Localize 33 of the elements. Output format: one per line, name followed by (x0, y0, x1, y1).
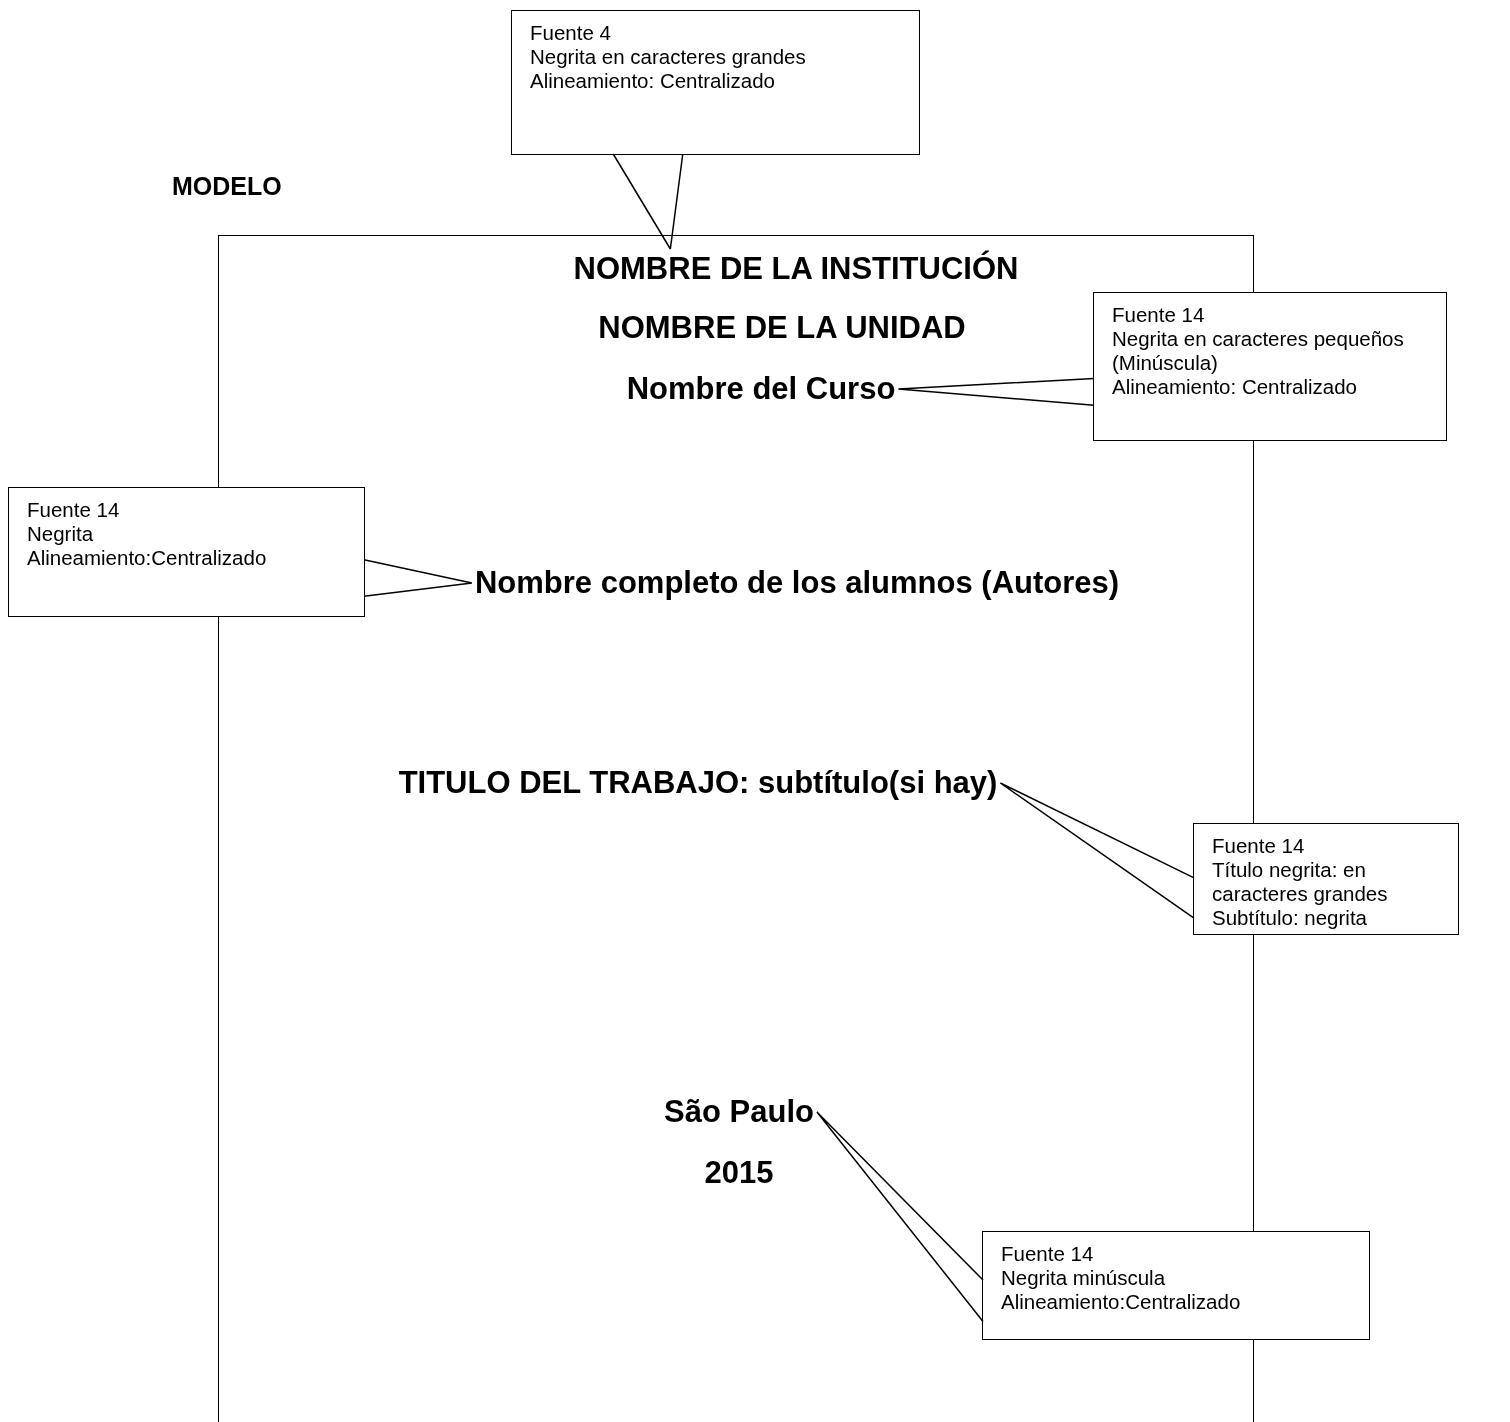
callout-text: Alineamiento:Centralizado (1001, 1290, 1242, 1314)
callout-text: Fuente 4 (530, 21, 612, 45)
callout-text: Fuente 14 (1001, 1242, 1095, 1266)
page-heading-text: 2015 (698, 1150, 780, 1196)
callout-box (511, 10, 920, 155)
callout-box (1193, 823, 1459, 935)
callout-box (8, 487, 365, 617)
callout-text: Negrita en caracteres pequeños (Minúscula) (1112, 327, 1405, 375)
callout-text: Negrita minúscula (1001, 1266, 1167, 1290)
callout-text: Subtítulo: negrita (1212, 906, 1368, 930)
page-heading-text: Nombre del Curso (620, 366, 902, 412)
page-heading-text: TITULO DEL TRABAJO: subtítulo(si hay) (392, 760, 1004, 806)
callout-text: Título negrita: en caracteres grandes (1212, 858, 1389, 906)
page-heading-text: NOMBRE DE LA UNIDAD (592, 305, 972, 351)
callout-pointer (816, 1111, 984, 1323)
callout-text: Fuente 14 (27, 498, 121, 522)
callout-text: Alineamiento: Centralizado (530, 69, 776, 93)
callout-text: Alineamiento: Centralizado (1112, 375, 1358, 399)
callout-text: Fuente 14 (1112, 303, 1206, 327)
callout-pointer (612, 153, 684, 250)
page-heading-text: Nombre completo de los alumnos (Autores) (468, 560, 1126, 606)
model-label: MODELO (172, 172, 282, 201)
callout-text: Fuente 14 (1212, 834, 1306, 858)
page-heading-text: São Paulo (658, 1089, 820, 1135)
callout-box (982, 1231, 1370, 1340)
callout-text: Negrita (27, 522, 95, 546)
callout-pointer (897, 377, 1095, 406)
callout-pointer (999, 782, 1195, 919)
callout-pointer (363, 559, 473, 597)
callout-box (1093, 292, 1447, 441)
callout-text: Alineamiento:Centralizado (27, 546, 268, 570)
callout-text: Negrita en caracteres grandes (530, 45, 807, 69)
page-heading-text: NOMBRE DE LA INSTITUCIÓN (567, 246, 1025, 292)
